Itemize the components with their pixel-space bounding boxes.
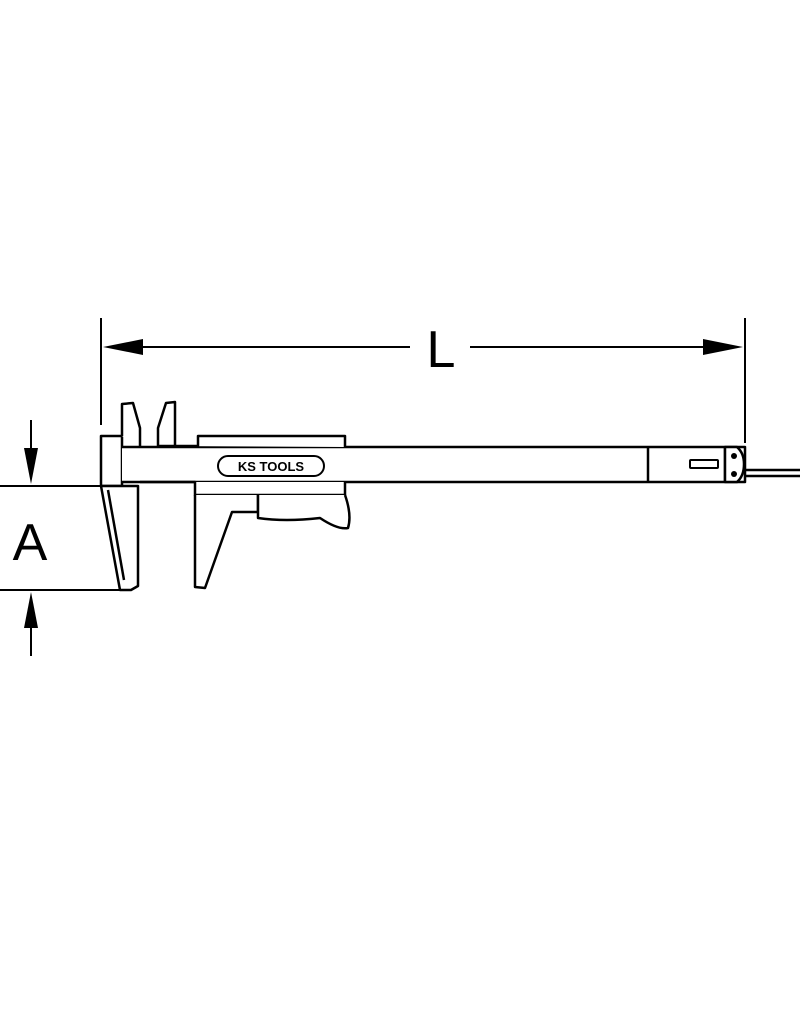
jaw-depth-arrowhead-top — [24, 448, 38, 484]
sliding-lower-jaw — [193, 495, 260, 590]
logo-outline — [217, 455, 325, 477]
slider-housing — [158, 434, 347, 448]
length-arrowhead-right — [703, 339, 743, 355]
fixed-jaw-inner-edge — [106, 489, 126, 581]
jaw-depth-dimension — [0, 420, 120, 656]
fixed-lower-jaw — [99, 484, 140, 592]
length-arrowhead-left — [103, 339, 143, 355]
length-dimension — [100, 318, 746, 443]
caliper — [99, 400, 800, 592]
ks-tools-logo: KS TOOLS — [217, 455, 325, 477]
sliding-upper-jaw — [156, 400, 177, 446]
jaw-depth-arrowhead-bottom — [24, 592, 38, 628]
caliper-main-beam — [99, 434, 124, 488]
slider-body — [140, 480, 347, 497]
depth-rod-end-cap — [723, 445, 746, 484]
logo-text: KS TOOLS — [238, 459, 305, 474]
thumb-grip — [256, 494, 351, 530]
jaw-depth-label: A — [13, 514, 48, 572]
end-cap-rivet-bottom — [731, 471, 737, 477]
length-label: L — [427, 321, 456, 379]
end-cap-rivet-top — [731, 453, 737, 459]
fixed-upper-jaw — [120, 401, 142, 446]
caliper-scale-bar — [122, 445, 747, 484]
beam-end-slot — [689, 459, 719, 469]
